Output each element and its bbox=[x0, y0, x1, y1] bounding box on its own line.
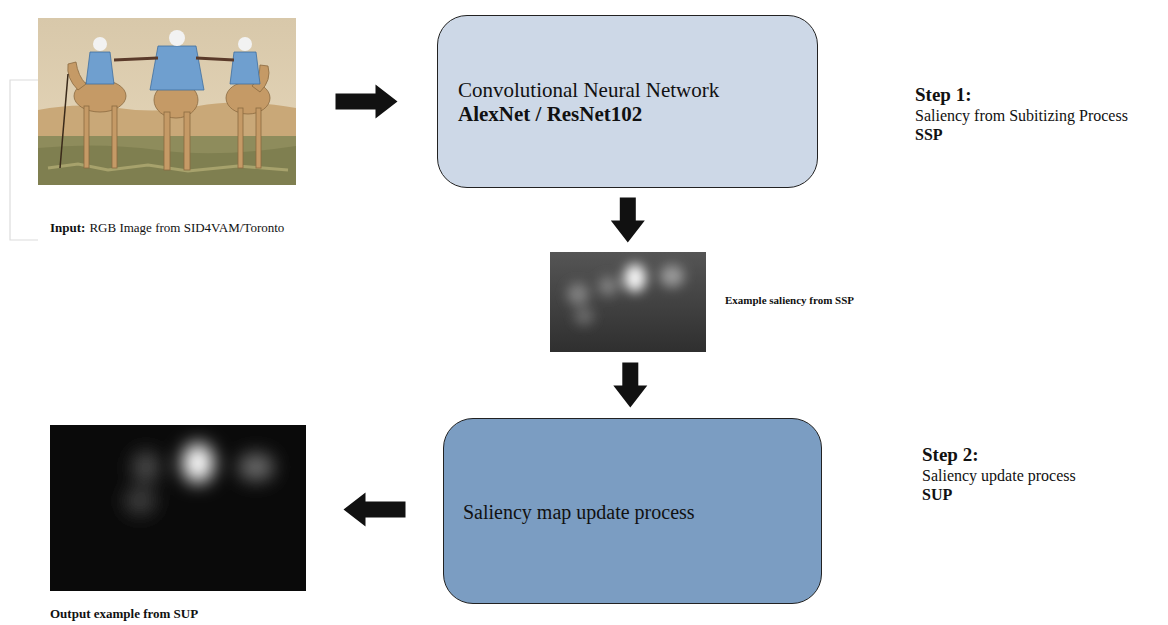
output-saliency-image bbox=[50, 425, 306, 591]
input-image-node: Input:RGB Image from SID4VAM/Toronto bbox=[38, 18, 296, 185]
box-text-group: Convolutional Neural NetworkAlexNet / Re… bbox=[458, 78, 719, 126]
caption-text: Example saliency from SSP bbox=[725, 294, 854, 306]
image-caption: Input: RGB Image from SID4VAM/Toronto bbox=[50, 220, 284, 235]
process-box: Convolutional Neural NetworkAlexNet / Re… bbox=[437, 15, 818, 188]
block-arrow bbox=[336, 85, 398, 119]
block-arrow bbox=[611, 198, 645, 243]
caption-text: RGB Image from SID4VAM/Toronto bbox=[89, 220, 284, 235]
caption-text: Output example from SUP bbox=[50, 606, 198, 621]
saliency-image-node: Example saliency from SSP bbox=[550, 252, 706, 352]
step-heading: Step 1: bbox=[915, 84, 971, 105]
box-title: Convolutional Neural Network bbox=[458, 78, 719, 102]
saliency-map-image bbox=[550, 252, 706, 352]
camel-photo bbox=[38, 18, 296, 185]
step-heading: Step 2: bbox=[922, 444, 978, 465]
box-subtitle: AlexNet / ResNet102 bbox=[458, 102, 719, 126]
box-title: Saliency map update process bbox=[463, 501, 695, 524]
step-acronym: SSP bbox=[915, 126, 943, 144]
output-image-node: Output example from SUP bbox=[50, 425, 306, 591]
box-text-group: Saliency map update process bbox=[463, 501, 695, 524]
block-arrow bbox=[613, 363, 647, 408]
faint-bracket bbox=[10, 80, 38, 240]
step-description: Saliency update process bbox=[922, 467, 1076, 485]
step-description: Saliency from Subitizing Process bbox=[915, 107, 1128, 125]
caption-text: Input: bbox=[50, 220, 85, 235]
image-caption: Example saliency from SSP bbox=[725, 293, 854, 307]
process-box: Saliency map update process bbox=[443, 418, 822, 604]
block-arrow bbox=[344, 493, 406, 527]
image-caption: Output example from SUP bbox=[50, 606, 198, 621]
step-acronym: SUP bbox=[922, 486, 952, 504]
